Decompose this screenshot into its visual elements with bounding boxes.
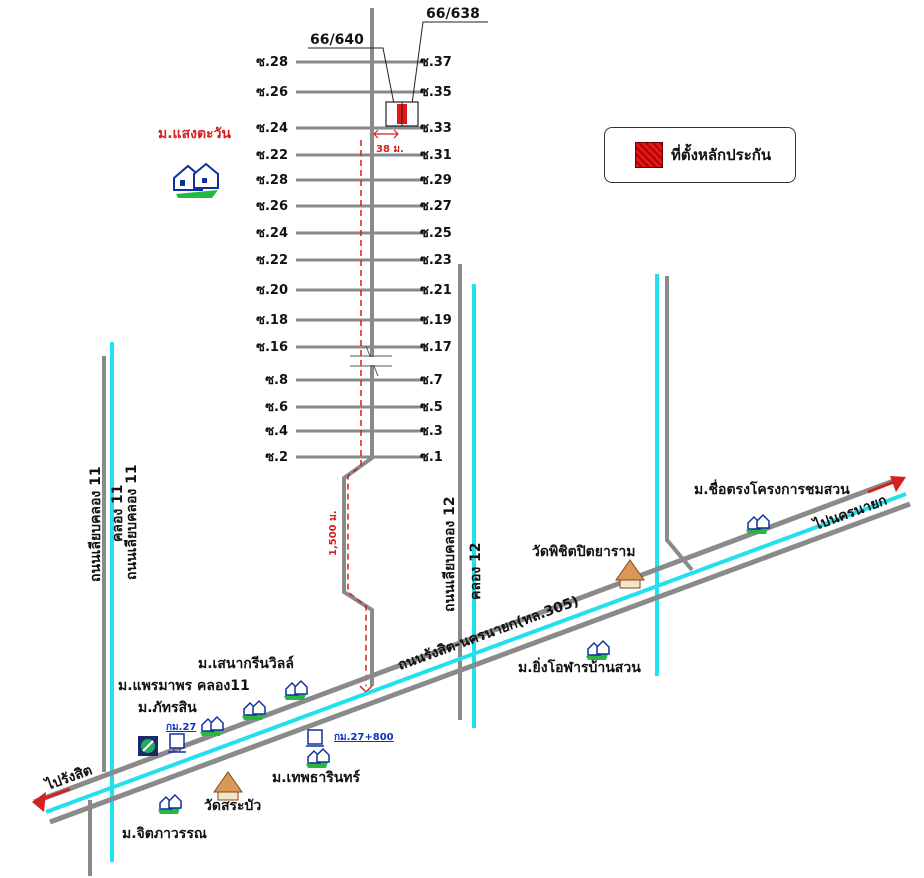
legend-label: ที่ตั้งหลักประกัน [671, 146, 772, 164]
temple-srabua-icon [213, 771, 243, 801]
soi-label-right: ซ.5 [420, 400, 443, 415]
km27800-label: กม.27+800 [334, 732, 394, 743]
place-praemaporn: ม.แพรมาพร คลอง11 [118, 678, 250, 694]
place-yingo: ม.ยิ่งโอฬารบ้านสวน [518, 657, 641, 676]
plot-left-label: 66/640 [310, 32, 364, 48]
soi-label-right: ซ.31 [420, 148, 452, 163]
soi-label-left: ซ.16 [256, 340, 288, 355]
soi-label-left: ซ.4 [265, 424, 288, 439]
distance-main-label: 1,500 ม. [328, 510, 339, 556]
legend: ที่ตั้งหลักประกัน [604, 127, 796, 183]
village-house-icon [242, 699, 266, 720]
soi-label-right: ซ.29 [420, 173, 452, 188]
main-soi-road [342, 8, 374, 686]
village-saengtawan-icon [173, 162, 219, 198]
place-wat-srabua: วัดสระบัว [204, 798, 261, 814]
arrow-rangsit-icon [32, 792, 46, 812]
highway-canal [45, 492, 907, 814]
soi-label-left: ซ.24 [256, 226, 288, 241]
km27-post-icon [168, 733, 186, 753]
soi-label-left: ซ.2 [265, 450, 288, 465]
village-house-icon [200, 715, 224, 736]
soi-label-right: ซ.7 [420, 373, 443, 388]
legend-swatch [635, 142, 663, 168]
soi-label-right: ซ.33 [420, 121, 452, 136]
soi-label-right: ซ.19 [420, 313, 452, 328]
km27-label: กม.27 [166, 722, 196, 733]
soi-label-right: ซ.1 [420, 450, 443, 465]
soi-labels: ซ.28 ซ.37 ซ.26 ซ.35 ซ.24 ซ.33 ซ.22 ซ.31 ซ.28 ซ.29… [256, 55, 452, 465]
km27800-post-icon [306, 729, 324, 747]
distance-top-arrow [373, 129, 399, 139]
canal-klong11: คลอง 11 [110, 484, 126, 542]
soi-label-right: ซ.37 [420, 55, 452, 70]
plot-left-leader [308, 47, 395, 105]
place-thepthararin: ม.เทพธารินทร์ [272, 769, 361, 786]
village-house-icon [746, 513, 770, 534]
wat-road [665, 276, 694, 572]
village-icons [158, 513, 770, 814]
soi-label-left: ซ.28 [256, 55, 288, 70]
soi-label-right: ซ.25 [420, 226, 452, 241]
soi-label-left: ซ.28 [256, 173, 288, 188]
soi-label-left: ซ.18 [256, 313, 288, 328]
village-house-icon [158, 793, 182, 814]
place-senagreen: ม.เสนากรีนวิลล์ [198, 655, 294, 672]
place-phattarasin: ม.ภัทรสิน [138, 700, 197, 716]
soi-label-left: ซ.22 [256, 253, 288, 268]
soi-label-left: ซ.20 [256, 283, 288, 298]
soi-label-left: ซ.22 [256, 148, 288, 163]
plot-right-label: 66/638 [426, 6, 480, 22]
place-chitpawan: ม.จิตภาวรรณ [122, 826, 207, 842]
gas-station-icon [138, 736, 158, 756]
soi-label-right: ซ.35 [420, 85, 452, 100]
soi-label-left: ซ.6 [265, 400, 288, 415]
soi-label-right: ซ.23 [420, 253, 452, 268]
soi-label-left: ซ.8 [265, 373, 288, 388]
village-house-icon [284, 679, 308, 700]
road-klong12: ถนนเลียบคลอง 12 [442, 496, 458, 612]
distance-dashed-line [347, 140, 367, 686]
plot-right-leader [411, 21, 488, 105]
soi-label-left: ซ.26 [256, 199, 288, 214]
soi-label-right: ซ.27 [420, 199, 452, 214]
distance-top-label: 38 ม. [376, 144, 404, 155]
place-saengtawan: ม.แสงตะวัน [158, 126, 231, 142]
village-house-icon [586, 639, 610, 660]
soi-label-right: ซ.17 [420, 340, 452, 355]
road-klong11-right: ถนนเลียบคลอง 11 [124, 464, 140, 580]
place-wat-phichit: วัดพิชิตปิตยาราม [532, 544, 635, 560]
soi-label-left: ซ.24 [256, 121, 288, 136]
soi-label-left: ซ.26 [256, 85, 288, 100]
soi-label-right: ซ.21 [420, 283, 452, 298]
highway-south-edge [49, 501, 911, 825]
road-klong11-left: ถนนเลียบคลอง 11 [88, 466, 104, 582]
village-house-icon [306, 747, 330, 768]
temple-phichit-icon [615, 559, 645, 589]
place-chomsuan: ม.ชื่อตรงโครงการชมสวน [694, 479, 850, 498]
canal-klong12: คลอง 12 [468, 542, 484, 600]
soi-label-right: ซ.3 [420, 424, 443, 439]
